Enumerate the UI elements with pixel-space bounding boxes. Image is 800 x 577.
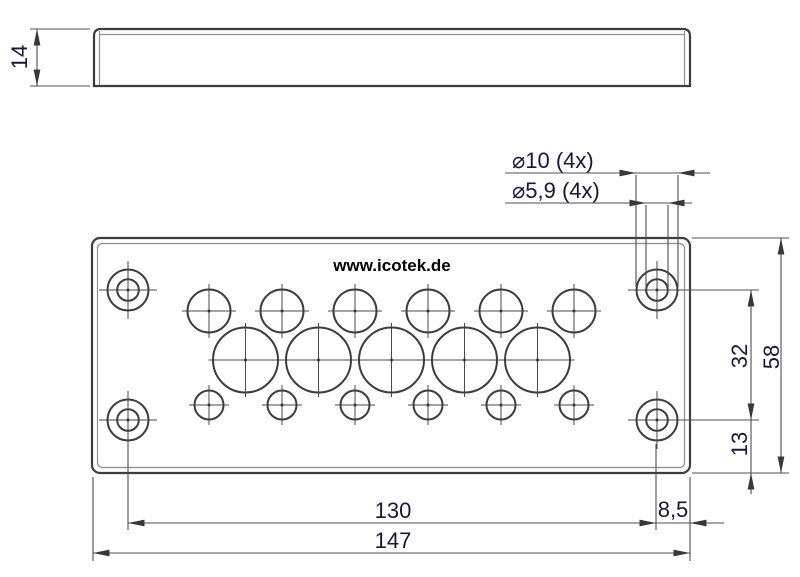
arrow-left-icon [668, 199, 685, 207]
plate-width-label: 147 [375, 528, 412, 553]
arrow-up-icon [747, 473, 755, 490]
cable-hole-large [353, 322, 430, 398]
cable-hole-small [188, 384, 230, 426]
dim-plate-height: 58 [759, 238, 785, 473]
cable-hole-small [334, 384, 376, 426]
mounting-hole-top-left [98, 260, 158, 320]
corner-hole-outer-label: ⌀10 (4x) [512, 148, 594, 173]
cable-hole-small [407, 384, 449, 426]
dim-corner-hole-outer: ⌀10 (4x) [505, 148, 710, 287]
plate-outline [90, 236, 692, 475]
arrow-up-icon [33, 29, 41, 46]
cable-hole-large [426, 322, 503, 398]
arrow-down-icon [33, 69, 41, 86]
vertical-hole-spacing-label: 32 [727, 344, 752, 368]
cable-hole-medium [254, 283, 310, 339]
dim-vertical-hole-spacing: 32 [727, 290, 755, 420]
cable-hole-large [207, 322, 284, 398]
cable-hole-medium [327, 283, 383, 339]
plate-inner-edge [96, 242, 686, 469]
cable-holes-middle-row [207, 322, 576, 398]
dim-corner-hole-inner: ⌀5,9 (4x) [505, 178, 692, 287]
plate-height-label: 58 [759, 345, 784, 369]
arrow-up-icon [747, 290, 755, 307]
dim-thickness: 14 [7, 28, 90, 87]
cable-hole-medium [181, 283, 237, 339]
bottom-edge-offset-label: 13 [727, 432, 752, 456]
arrow-right-icon [619, 169, 636, 177]
extension-lines-right [679, 237, 789, 474]
cable-hole-small [480, 384, 522, 426]
cable-hole-small [261, 384, 303, 426]
horizontal-hole-spacing-label: 130 [375, 498, 412, 523]
dim-plate-width: 147 [93, 528, 690, 557]
extension-lines-bottom [92, 444, 691, 561]
dim-corner-offset: 8,5 [656, 497, 724, 527]
cable-hole-medium [400, 283, 456, 339]
corner-offset-label: 8,5 [658, 497, 689, 522]
cable-hole-small [553, 384, 595, 426]
dim-horizontal-hole-spacing: 130 [128, 498, 656, 527]
cable-hole-large [280, 322, 357, 398]
front-view: www.icotek.de [90, 236, 692, 475]
cable-hole-medium [473, 283, 529, 339]
arrow-right-icon [673, 549, 690, 557]
arrow-down-icon [777, 456, 785, 473]
arrow-down-icon [747, 403, 755, 420]
arrow-right-icon [629, 199, 646, 207]
mounting-hole-bottom-left [98, 390, 158, 450]
cable-hole-medium [546, 283, 602, 339]
dim-bottom-edge-offset: 13 [727, 420, 755, 494]
arrow-left-icon [93, 549, 110, 557]
mounting-holes [98, 260, 687, 450]
arrow-up-icon [777, 238, 785, 255]
brand-text: www.icotek.de [332, 256, 450, 275]
corner-hole-inner-label: ⌀5,9 (4x) [512, 178, 600, 203]
side-view-outline [92, 27, 692, 88]
cable-hole-large [499, 322, 576, 398]
thickness-label: 14 [7, 45, 32, 69]
mounting-hole-top-right [627, 260, 687, 320]
arrow-left-icon [128, 519, 145, 527]
arrow-right-icon [639, 519, 656, 527]
arrow-left-icon [678, 169, 695, 177]
mounting-hole-bottom-right [627, 390, 687, 450]
side-view: 14 [7, 27, 692, 88]
arrow-left-icon [690, 519, 707, 527]
